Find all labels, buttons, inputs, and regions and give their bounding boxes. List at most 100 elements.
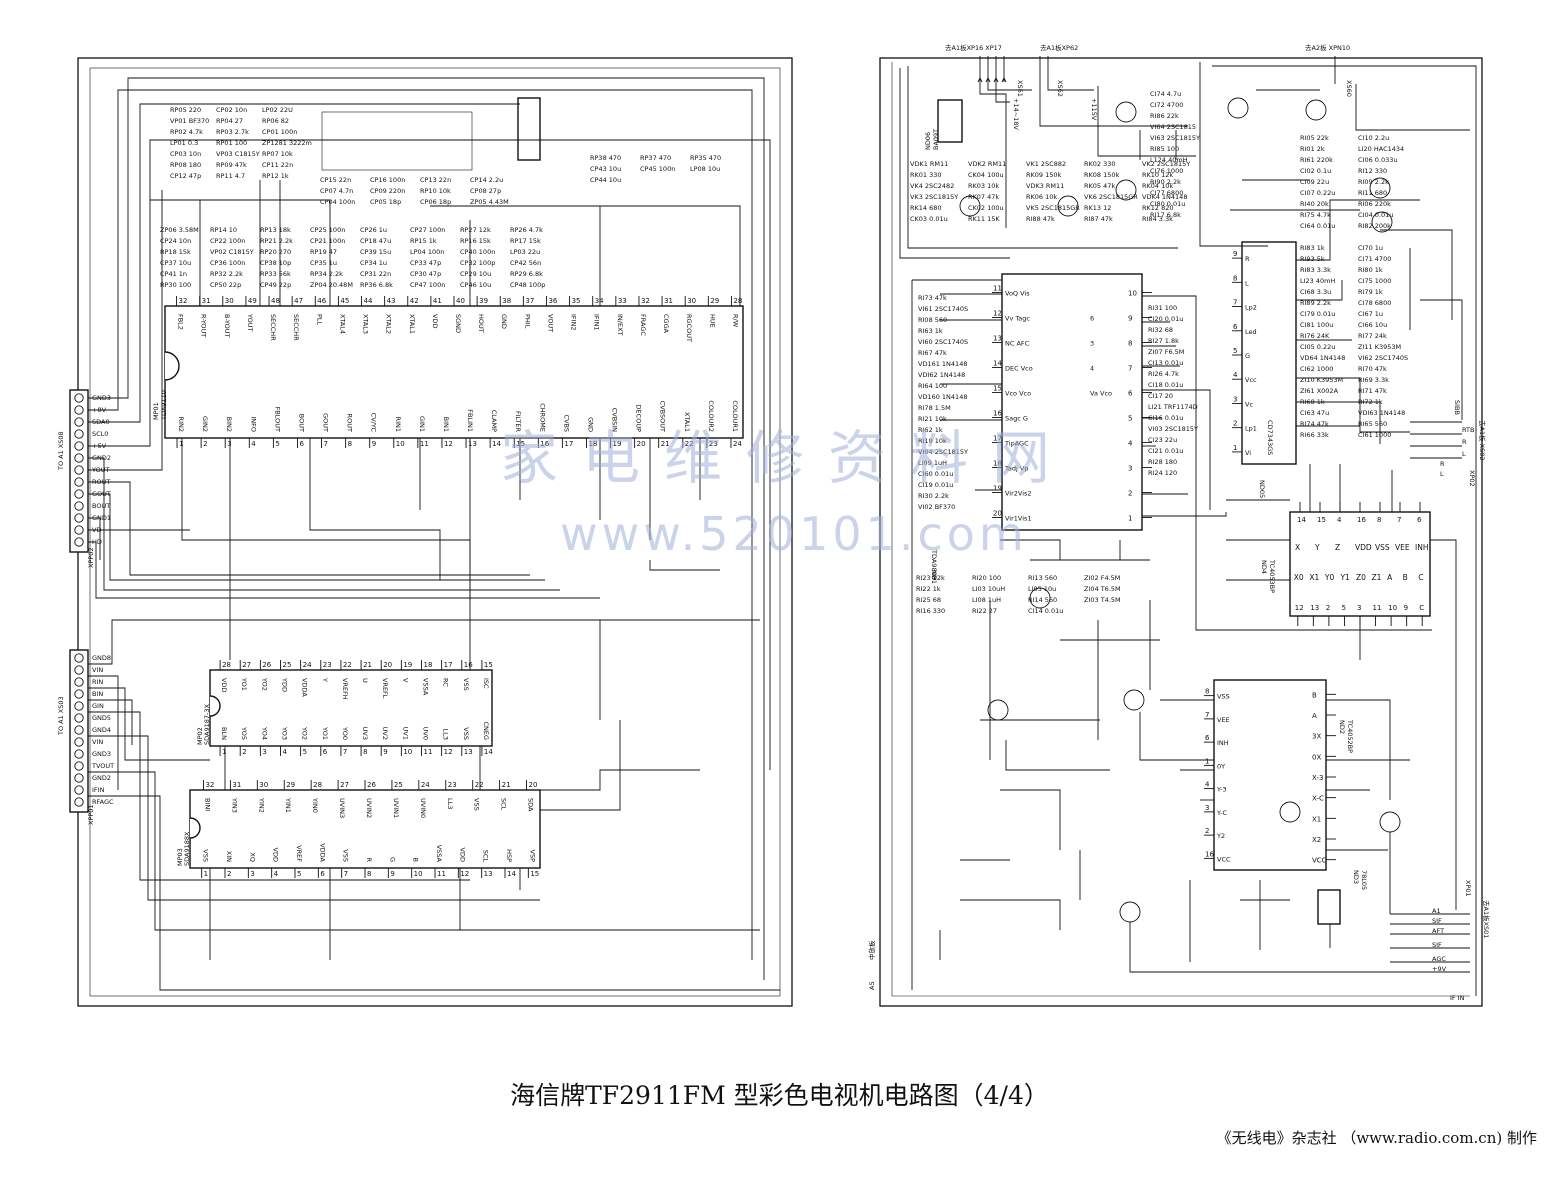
nd1-pin-number: 10 [1128, 290, 1137, 298]
mp01-pin-name: VDD [431, 314, 439, 328]
connector-xs02: SIBB RTB R L 去A1板 XS02 XP02 [1410, 400, 1487, 487]
component-label: CI72 4700 [1150, 101, 1183, 109]
nd05-part: CD7343GS [1266, 420, 1274, 455]
component-label: LI05 10u [1028, 585, 1056, 593]
mp01-pin-number: 46 [317, 297, 326, 305]
nd4-pin-name: INH [1415, 543, 1428, 552]
rf-module [321, 97, 541, 171]
nd05-pin-name: G [1245, 352, 1250, 360]
nd2-pin-number: 3X [1312, 733, 1321, 741]
nd2-ref: ND2 [1338, 720, 1346, 734]
xs03-pin-label: RFAGC [92, 798, 114, 806]
mp02-pin-number: 3 [262, 748, 266, 756]
nd4-pin-number: 16 [1357, 516, 1366, 524]
component-label: ZI02 F4.5M [1084, 574, 1120, 582]
mp01-pin-number: 43 [387, 297, 396, 305]
nd2-pin-number: 16 [1205, 850, 1214, 858]
component-label: CP44 10u [590, 176, 621, 184]
xs03-pin-label: GND2 [92, 774, 111, 782]
mp01-pin-name: XTAL3 [362, 314, 370, 334]
xs62-label: XS62 [1056, 80, 1064, 97]
xs03-pin-label: GND3 [92, 750, 111, 758]
mp01-pin-name: XTAL2 [385, 314, 393, 334]
component-label: CI14 0.01u [1028, 607, 1063, 615]
component-label: RI11 680 [1358, 189, 1387, 197]
component-label: RI13 560 [1028, 574, 1057, 582]
component-label: CI04 0.01u [1358, 211, 1393, 219]
xs08-pin-dot [74, 465, 84, 475]
mp01-pin-name: FILTER [514, 411, 522, 432]
component-label: VK6 2SC1815GR [1084, 193, 1138, 201]
mp02-pin-name: UV2 [381, 727, 389, 740]
component-label: CP14 2.2u [470, 176, 503, 184]
mp01-pin-name: BOUT [297, 414, 305, 432]
nd05-ref: ND05 [1258, 480, 1266, 498]
component-label: VP01 BF370 [170, 117, 209, 125]
nd1-pin-name: Tadj Vp [1004, 465, 1028, 473]
left-wiring [88, 77, 780, 991]
component-label: LP08 10u [690, 165, 720, 173]
ifin-label: IF IN [1450, 994, 1465, 1002]
mp01-pin-number: 18 [588, 440, 597, 448]
mp01-pin-name: SECCHR [269, 314, 277, 341]
xs08-pin-dot [74, 441, 84, 451]
mp01-pin-number: 28 [733, 297, 742, 305]
mp02-pin-name: UV3 [361, 727, 369, 740]
mp03-pin-number: 1 [204, 870, 208, 878]
mp01-pin-number: 12 [444, 440, 453, 448]
component-label: RK07 47k [968, 193, 999, 201]
component-label: RI64 100 [918, 382, 947, 390]
component-label: CI07 0.22u [1300, 189, 1335, 197]
mp01-pin-name: CLAMP [490, 410, 498, 432]
xs08-pin-dot [74, 429, 84, 439]
ic-mp02: MP02 SDA9187-3X 28VDD27YO126YO225YDD24VD… [196, 660, 493, 756]
nd1-ref: ND1 [930, 570, 938, 584]
mp03-pin-number: 21 [502, 781, 511, 789]
nd4-part: TC4053BP [1268, 559, 1276, 593]
nd4-pin-name: Y1 [1339, 573, 1350, 582]
component-label: RI93 5k [1300, 255, 1325, 263]
component-label: RK12 820 [1142, 204, 1174, 212]
xs02-label: 去A1板 XS02 [1478, 420, 1487, 461]
component-label: RK14 680 [910, 204, 942, 212]
nd2-pin-number: X-C [1312, 795, 1324, 803]
nd1-pin-number: 14 [993, 360, 1002, 368]
xs02-pin-label: L [1440, 470, 1444, 478]
nd4-pin-number: 4 [1337, 516, 1342, 524]
mp03-pin-number: 14 [507, 870, 516, 878]
mp01-pin-name: BIN1 [442, 417, 450, 432]
mp01-pin-name: CVBSIN [611, 408, 619, 432]
nd4-pin-number: 3 [1357, 604, 1361, 612]
mp03-pin-name: UVIN0 [419, 798, 427, 818]
nd4-pin-name: Z [1335, 543, 1340, 552]
mp03-pin-name: VSSA [435, 845, 443, 863]
component-label: CP22 100n [210, 237, 245, 245]
mp03-pin-number: 30 [259, 781, 268, 789]
mp01-pin-name: CGGA [662, 314, 670, 334]
component-label: RI12 330 [1358, 167, 1387, 175]
ic-nd06: ND06 BA09T +14~18V +115V [924, 98, 1098, 150]
mp02-pin-name: UV0 [422, 727, 430, 740]
figure-caption: 海信牌TF2911FM 型彩色电视机电路图（4/4） [510, 1081, 1049, 1110]
component-label: CI18 0.01u [1148, 381, 1183, 389]
component-label: ZP06 3.58M [160, 226, 199, 234]
component-label: CP38 10p [260, 259, 291, 267]
mp02-pin-number: 21 [363, 661, 372, 669]
mp02-pin-name: VSSA [422, 678, 430, 696]
mp03-pin-number: 12 [460, 870, 469, 878]
mp01-pin-number: 9 [372, 440, 376, 448]
right-panel: 去A1板XP16 XP17 去A1板XP62 去A2板 XPN10 XS60 X… [867, 43, 1491, 1007]
board-id: A5 [868, 981, 876, 990]
mp02-pin-number: 18 [424, 661, 433, 669]
mp01-pin-number: 14 [492, 440, 501, 448]
component-label: RI83 3.3k [1300, 266, 1331, 274]
component-label: RI84 3.3k [1142, 215, 1173, 223]
xs60-label: XS60 [1345, 80, 1353, 97]
component-label: RP09 47k [216, 161, 247, 169]
component-label: CI21 0.01u [1148, 447, 1183, 455]
mp03-pin-number: 4 [274, 870, 279, 878]
component-label: CP13 22n [420, 176, 451, 184]
component-label: RP03 2.7k [216, 128, 249, 136]
nd4-pin-number: 6 [1417, 516, 1422, 524]
xs03-pin-label: TVOUT [91, 762, 114, 770]
